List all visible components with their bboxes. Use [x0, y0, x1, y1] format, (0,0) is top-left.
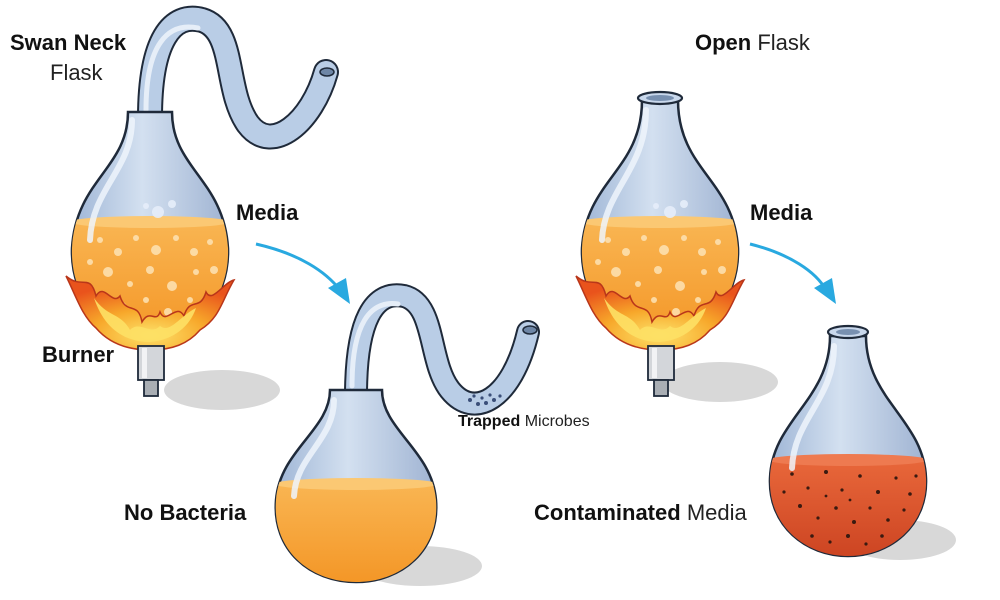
bacteria-dots — [782, 470, 918, 546]
label-burner-text: Burner — [42, 342, 115, 367]
label-burner: Burner — [42, 344, 114, 366]
flask-shadow — [164, 370, 280, 410]
label-contaminated-light: Media — [686, 500, 747, 525]
burner-nozzle-icon — [647, 345, 675, 397]
label-swan-neck-bold: Swan Neck — [10, 30, 127, 55]
label-contaminated-bold: Contaminated — [534, 500, 681, 525]
open-flask-contaminated — [768, 324, 928, 558]
label-trapped-light: Microbes — [524, 413, 590, 430]
label-trapped-microbes: Trapped Microbes — [458, 414, 590, 430]
trapped-microbes-dots — [468, 393, 502, 406]
open-flask-heated — [580, 90, 740, 344]
label-contaminated-media: Contaminated Media — [534, 502, 747, 524]
label-no-bacteria: No Bacteria — [124, 502, 246, 524]
swan-neck-flask-sterile — [274, 283, 540, 584]
label-open-flask: Open Flask — [695, 32, 810, 54]
curved-arrow-icon — [749, 242, 836, 304]
burner-nozzle-icon — [137, 345, 165, 397]
label-media-right: Media — [750, 202, 812, 224]
label-no-bacteria-text: No Bacteria — [124, 500, 247, 525]
label-swan-neck-light: Flask — [50, 60, 103, 85]
flask-shadow — [662, 362, 778, 402]
label-swan-neck: Swan Neck — [10, 32, 126, 54]
label-media-left-text: Media — [236, 200, 299, 225]
curved-arrow-icon — [255, 242, 350, 304]
label-swan-neck-flask: Flask — [50, 62, 103, 84]
label-media-left: Media — [236, 202, 298, 224]
label-open-bold: Open — [695, 30, 752, 55]
label-open-light: Flask — [757, 30, 810, 55]
label-media-right-text: Media — [750, 200, 813, 225]
label-trapped-bold: Trapped — [458, 413, 521, 430]
